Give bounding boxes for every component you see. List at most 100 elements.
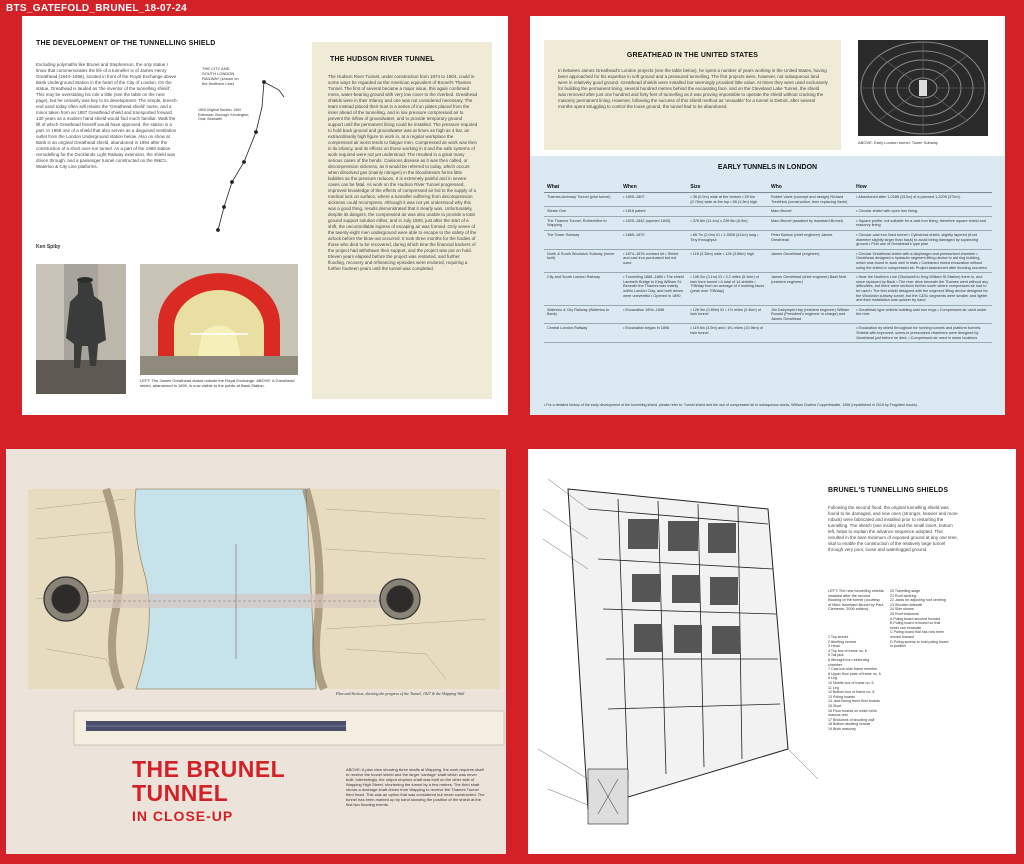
table-header-cell: Who xyxy=(767,182,854,193)
key-item: 20 Travelling stage xyxy=(890,589,921,593)
table-cell: • Tunnelling 1886–1889 • The shield Lamb… xyxy=(620,272,688,306)
table-cell: • Abandoned after 1,028ft (313m) of a pl… xyxy=(853,192,992,208)
key-item: 6 Wrought iron reinforcing chamber xyxy=(828,657,870,667)
table-title: EARLY TUNNELS IN LONDON xyxy=(717,164,818,171)
key-item: 11 Leg xyxy=(828,685,839,690)
table-cell: • Near the Northern Line (Stockwell to K… xyxy=(853,272,992,306)
table-row: The Thames Tunnel, Rotherhithe to Wappin… xyxy=(544,216,992,231)
table-cell: James Greathead (engineer) xyxy=(767,249,854,274)
table-header-cell: What xyxy=(544,182,621,193)
key-item: 1 Top stones xyxy=(828,635,849,639)
article-body: Excluding polymaths like Brunel and Step… xyxy=(36,62,178,169)
key-item: C Poling board that has now been moved f… xyxy=(890,630,945,639)
tunnel-plan-drawing xyxy=(28,487,505,746)
table-header-cell: Size xyxy=(687,182,768,193)
file-slug: BTS_GATEFOLD_BRUNEL_18-07-24 xyxy=(6,3,188,14)
key-item: 10 Middle box of frame no. 6 xyxy=(828,680,874,685)
wapping-shaft xyxy=(43,576,89,622)
key-item: 21 Roof centring xyxy=(890,593,917,598)
plan-caption: ABOVE: A plan view showing three shafts … xyxy=(346,767,485,807)
table-cell: Steam One xyxy=(544,206,621,217)
table-cell: • 3ft (0.9m) wide at the bottom • 2ft 6i… xyxy=(687,192,768,208)
route-map-lines xyxy=(216,80,285,232)
section-title: BRUNEL'S TUNNELLING SHIELDS xyxy=(828,487,949,494)
key-item: 16 Floor boards on which brick masons re… xyxy=(828,708,877,718)
hero-line-3: IN CLOSE-UP xyxy=(132,808,234,824)
table-cell: Robert Vazie (concept and design) Richar… xyxy=(767,192,854,208)
key-item: 24 Side stones xyxy=(890,607,914,612)
statue-photo xyxy=(36,264,126,394)
key-item: 9 Leg xyxy=(828,676,837,681)
table-cell: • 1825–1842 (opened 1843) xyxy=(620,216,688,231)
table-cell: James Greathead (chief engineer) Basil M… xyxy=(767,272,854,306)
page-development-of-shield: THE DEVELOPMENT OF THE TUNNELLING SHIELD… xyxy=(22,16,508,415)
table-row: North & South Woolwich Subway (never bui… xyxy=(544,249,992,274)
key-item: 7 Cast iron side frame member xyxy=(828,667,878,672)
table-cell: • Circular shield with open iron lining xyxy=(853,206,992,217)
key-item: 13 Poling boards xyxy=(828,694,855,699)
key-item: 12 Bottom box of frame no. 6 xyxy=(828,690,875,695)
shield-cutaway-drawing xyxy=(528,449,828,854)
table-cell: • 10ft 2in (3.1m) ID • 3.2 miles (5.1km)… xyxy=(687,272,768,306)
table-cell: • 11ft 6in (3.5m) and • 6¼ miles (10.9km… xyxy=(687,323,768,344)
table-cell: Peter Barlow (chief engineer) James Grea… xyxy=(767,230,854,250)
rotherhithe-shaft xyxy=(379,578,421,620)
table-cell: • 1874–1876 contract let • Shield and ca… xyxy=(620,249,688,274)
photo-caption: ABOVE: Early London tunnel: Tower Subway xyxy=(858,140,938,145)
sidebar-title: THE HUDSON RIVER TUNNEL xyxy=(330,56,435,63)
tunnel-photo xyxy=(140,264,298,375)
drawing-note: Plan and Section, shewing the progress o… xyxy=(336,691,465,696)
table-row: City and South London Railway • Tunnelli… xyxy=(544,272,992,306)
table-cell: • 6ft 7in (2.0m) ID • 1,350ft (411m) lon… xyxy=(687,230,768,250)
key-item: 2 Abutting screws xyxy=(828,639,857,644)
page-title: THE DEVELOPMENT OF THE TUNNELLING SHIELD xyxy=(36,40,216,47)
table-footnote: • For a detailed history of the early de… xyxy=(544,403,918,407)
table-cell: Central London Railway xyxy=(544,323,621,344)
key-item: 14 Jack facing them floor boards xyxy=(828,699,880,704)
tower-subway-photo xyxy=(858,40,988,136)
table-row: Central London Railway • Excavation bega… xyxy=(544,323,992,344)
key-item: 4 Top box of frame no. 6 xyxy=(828,648,867,653)
table-cell: • Circular cast iron lined tunnel • Cyli… xyxy=(853,230,992,250)
early-tunnels-panel: EARLY TUNNELS IN LONDON What When Size W… xyxy=(530,156,1005,415)
table-cell: • 12ft 9in (3.89m) ID • 1½ miles (2.4km)… xyxy=(687,305,768,325)
key-item: 17 Brickwork of shooting wall xyxy=(828,717,875,722)
key-item: 8 Upper floor plate of frame no. 6 xyxy=(828,671,881,676)
section-body: In between James Greathead's London proj… xyxy=(558,68,828,109)
table-cell: The Thames Tunnel, Rotherhithe to Wappin… xyxy=(544,216,621,231)
table-row: Thames Archway Tunnel (pilot tunnel) • 1… xyxy=(544,192,992,208)
table-cell: • 1805–1807 xyxy=(620,192,688,208)
page-greathead-usa: GREATHEAD IN THE UNITED STATES In betwee… xyxy=(530,16,1005,415)
table-cell: • Excavation 1894–1898 xyxy=(620,305,688,325)
hero-title: THE BRUNEL TUNNEL IN CLOSE-UP xyxy=(132,757,285,825)
key-item: 5 Tail jack xyxy=(828,653,844,658)
table-row: Steam One • 1818 patent Marc Brunel • Ci… xyxy=(544,206,992,217)
hero-line-2: TUNNEL xyxy=(132,780,229,806)
table-cell: • Excavation began in 1896 xyxy=(620,323,688,344)
table-cell: • Square profile, not suitable for a cas… xyxy=(853,216,992,231)
table-header-cell: How xyxy=(853,182,992,193)
key-item: 19 Brick masonry xyxy=(828,726,856,731)
table-cell: • 1869–1870 xyxy=(620,230,688,250)
key-item: B Poling board removed so that miner can… xyxy=(890,621,941,630)
table-cell: Jim Dalrymple-Hay (resident engineer) Wi… xyxy=(767,305,854,325)
table-cell: • 11ft (3.35m) wide • 12ft (3.66m) high xyxy=(687,249,768,274)
route-map xyxy=(216,80,285,232)
table-cell: Thames Archway Tunnel (pilot tunnel) xyxy=(544,192,621,208)
section-title: GREATHEAD IN THE UNITED STATES xyxy=(626,52,759,59)
table-header-cell: When xyxy=(620,182,688,193)
table-cell: • Circular Greathead shield with a diaph… xyxy=(853,249,992,274)
table-cell: City and South London Railway xyxy=(544,272,621,306)
route-map-legend: 1890 Original Section; 1900 Extension; B… xyxy=(198,108,250,121)
key-item: D Poling screws to hold poling board in … xyxy=(890,639,949,649)
table-cell: The Tower Subway xyxy=(544,230,621,250)
section-body: Following the second flood, the original… xyxy=(828,505,958,552)
table-cell: Waterloo & City Railway (Waterloo to Ban… xyxy=(544,305,621,325)
drawing-key-list: 20 Travelling stage 21 Roof centring 22 … xyxy=(890,589,950,649)
key-item: 18 Bottom abutting screws xyxy=(828,722,871,727)
early-tunnels-table: What When Size Who How Thames Archway Tu… xyxy=(544,182,992,344)
table-cell: • Excavation by shield throughout for ru… xyxy=(853,323,992,344)
key-item: 22 Jacks for adjusting roof centring xyxy=(890,598,946,603)
table-cell: Marc Brunel xyxy=(767,206,854,217)
page-brunel-shields: BRUNEL'S TUNNELLING SHIELDS Following th… xyxy=(528,449,1016,854)
